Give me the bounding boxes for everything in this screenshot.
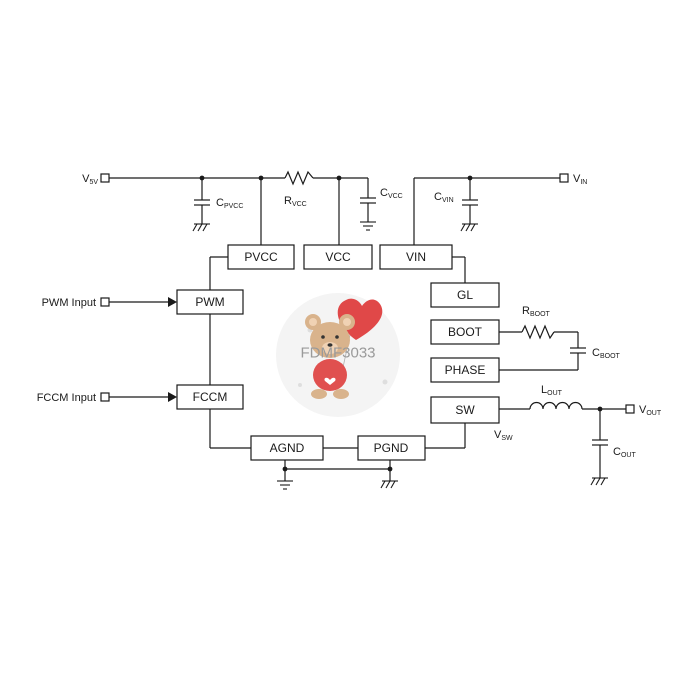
pin-pvcc-label: PVCC [244,250,278,264]
c-pvcc-label: CPVCC [216,197,243,210]
fccm-input-terminal-icon[interactable] [100,392,110,402]
pin-pvcc[interactable]: PVCC [227,244,295,270]
pin-boot[interactable]: BOOT [430,319,500,345]
vin-terminal-icon[interactable] [559,173,569,183]
l-out-inductor-icon [529,401,583,410]
pin-gl[interactable]: GL [430,282,500,308]
c-vin-label: CVIN [434,191,454,204]
arrow-right-icon [168,392,177,402]
fccm-input-label: FCCM Input [37,392,96,404]
vin-rail [413,173,569,245]
ground-icon [380,480,398,489]
ground-icon [277,480,293,490]
vin-label: VIN [573,173,587,186]
ground-icon [590,477,608,486]
pin-vin[interactable]: VIN [379,244,453,270]
vout-label: VOUT [639,404,662,417]
fccm-input-line [100,392,177,402]
pin-pwm-label: PWM [195,295,224,309]
l-out-label: LOUT [541,384,563,397]
pin-phase-label: PHASE [445,363,486,377]
vsw-label: VSW [494,429,513,442]
v5v-terminal-icon[interactable] [100,173,110,183]
r-boot-label: RBOOT [522,305,551,318]
pin-phase[interactable]: PHASE [430,357,500,383]
boot-network [499,324,586,371]
ground-network [282,460,393,481]
pin-gl-label: GL [457,288,473,302]
pin-sw-label: SW [455,403,475,417]
v5v-rail [100,173,368,245]
ground-icon [192,223,210,232]
pin-boot-label: BOOT [448,325,483,339]
ground-icon [460,223,478,232]
pin-fccm-label: FCCM [193,390,228,404]
arrow-right-icon [168,297,177,307]
r-vcc-resistor-icon [284,170,314,186]
c-pvcc-capacitor-icon [194,178,210,224]
pin-vcc[interactable]: VCC [303,244,373,270]
c-out-label: COUT [613,446,636,459]
r-vcc-label: RVCC [284,195,307,208]
pin-pwm[interactable]: PWM [176,289,244,315]
junction-dot [282,466,288,472]
c-boot-label: CBOOT [592,347,621,360]
pin-fccm[interactable]: FCCM [176,384,244,410]
junction-dot [387,466,393,472]
pin-sw[interactable]: SW [430,396,500,424]
r-boot-resistor-icon [521,324,555,340]
pin-vcc-label: VCC [325,250,351,264]
pin-agnd[interactable]: AGND [250,435,324,461]
ground-icon [360,221,376,231]
chip-part-number: FDMF3033 [300,345,375,362]
c-vcc-capacitor-icon [360,178,376,222]
v5v-label: V5V [82,173,98,186]
teddy-bear-heart-balloon-icon [276,293,400,417]
pwm-input-line [100,297,177,307]
vout-terminal-icon[interactable] [625,404,635,414]
output-stage [499,401,635,478]
pin-vin-label: VIN [406,250,426,264]
pin-pgnd[interactable]: PGND [357,435,426,461]
pwm-input-label: PWM Input [42,297,96,309]
chip-outline [209,256,466,449]
pin-pgnd-label: PGND [374,441,409,455]
pwm-input-terminal-icon[interactable] [100,297,110,307]
c-vin-capacitor-icon [462,178,478,224]
c-vcc-label: CVCC [380,187,403,200]
pin-agnd-label: AGND [270,441,305,455]
